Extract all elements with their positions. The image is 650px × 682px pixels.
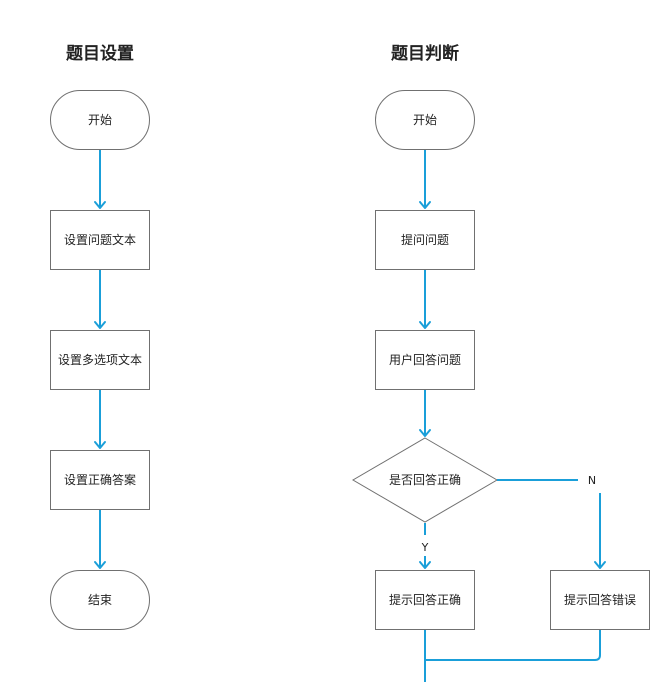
right-step-ask-question: 提问问题 bbox=[375, 210, 475, 270]
right-connector-1 bbox=[419, 150, 431, 209]
right-step2-shape bbox=[375, 330, 475, 390]
left-step-set-options-text: 设置多选项文本 bbox=[50, 330, 150, 390]
yes-label: Y bbox=[421, 541, 429, 554]
right-step2-label: 用户回答问题 bbox=[389, 352, 461, 367]
left-step-set-correct-answer: 设置正确答案 bbox=[50, 450, 150, 510]
left-step3-shape bbox=[50, 450, 150, 510]
right-decision-label: 是否回答正确 bbox=[389, 472, 461, 487]
right-step1-label: 提问问题 bbox=[401, 232, 449, 247]
right-yes-branch: Y bbox=[419, 523, 431, 569]
right-step-user-answers: 用户回答问题 bbox=[375, 330, 475, 390]
left-start-shape bbox=[50, 90, 150, 150]
right-no-branch: N bbox=[497, 474, 606, 569]
left-start-node: 开始 bbox=[50, 90, 150, 150]
right-decision-shape bbox=[352, 437, 498, 523]
right-no-result-node: 提示回答错误 bbox=[550, 570, 650, 630]
left-flow-title: 题目设置 bbox=[66, 44, 134, 64]
left-step-set-question-text: 设置问题文本 bbox=[50, 210, 150, 270]
left-end-node: 结束 bbox=[50, 570, 150, 630]
left-step2-shape bbox=[50, 330, 150, 390]
right-connector-2 bbox=[419, 270, 431, 329]
right-merge-connector bbox=[424, 630, 601, 682]
left-step1-label: 设置问题文本 bbox=[64, 232, 136, 247]
no-label: N bbox=[588, 474, 596, 487]
right-yes-result-shape bbox=[375, 570, 475, 630]
right-start-label: 开始 bbox=[413, 113, 437, 127]
right-connector-3 bbox=[419, 390, 431, 437]
left-connector-1 bbox=[94, 150, 106, 209]
left-step2-label: 设置多选项文本 bbox=[58, 352, 142, 367]
left-connector-2 bbox=[94, 270, 106, 329]
right-no-result-shape bbox=[550, 570, 650, 630]
right-start-node: 开始 bbox=[375, 90, 475, 150]
left-step1-shape bbox=[50, 210, 150, 270]
right-yes-result-node: 提示回答正确 bbox=[375, 570, 475, 630]
right-step1-shape bbox=[375, 210, 475, 270]
left-start-label: 开始 bbox=[88, 113, 112, 127]
right-flow-title: 题目判断 bbox=[391, 43, 459, 64]
right-start-shape bbox=[375, 90, 475, 150]
left-connector-4 bbox=[94, 510, 106, 569]
right-yes-result-label: 提示回答正确 bbox=[389, 592, 461, 607]
left-step3-label: 设置正确答案 bbox=[64, 472, 136, 487]
right-decision-node: 是否回答正确 bbox=[352, 437, 498, 523]
left-end-shape bbox=[50, 570, 150, 630]
left-connector-3 bbox=[94, 390, 106, 449]
left-end-label: 结束 bbox=[88, 593, 112, 607]
right-no-result-label: 提示回答错误 bbox=[564, 592, 636, 607]
